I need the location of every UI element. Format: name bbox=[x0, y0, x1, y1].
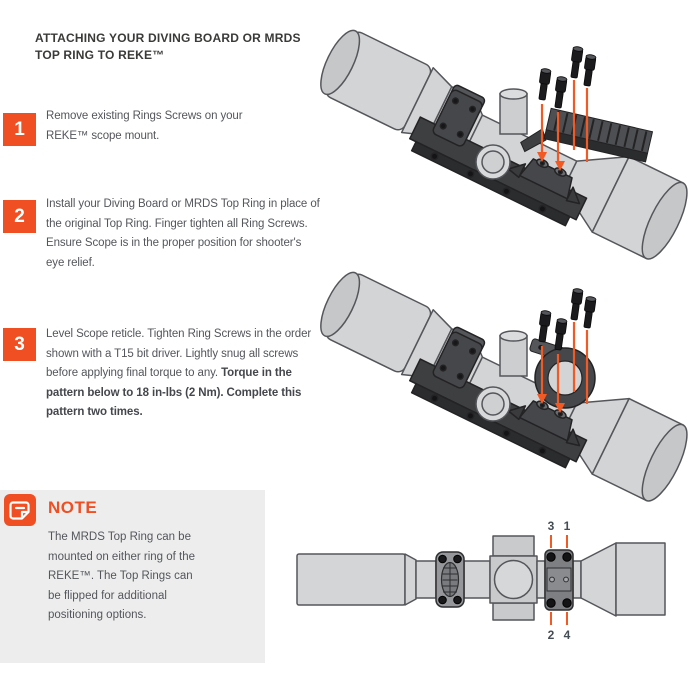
install-arrows bbox=[537, 322, 589, 413]
scope-diagram-mrds-ring bbox=[310, 260, 697, 502]
step-3-text: Level Scope reticle. Tighten Ring Screws… bbox=[46, 325, 311, 423]
scope-body bbox=[310, 260, 697, 502]
page-title: ATTACHING YOUR DIVING BOARD OR MRDS TOP … bbox=[35, 31, 301, 62]
sticky-note-icon bbox=[9, 501, 30, 520]
torque-pattern-diagram: 3 1 2 4 bbox=[296, 519, 666, 642]
note-panel: NOTE The MRDS Top Ring can be mounted on… bbox=[0, 490, 265, 663]
scope-top-view bbox=[296, 535, 666, 621]
screw-icon bbox=[552, 75, 568, 109]
screw-icon bbox=[536, 67, 552, 101]
step-1-badge: 1 bbox=[3, 113, 36, 146]
torque-order-label-top-right: 1 bbox=[564, 519, 571, 533]
step-2-badge: 2 bbox=[3, 200, 36, 233]
step-1-text: Remove existing Rings Screws on your REK… bbox=[46, 110, 243, 142]
torque-order-label-top-left: 3 bbox=[548, 519, 555, 533]
install-arrows bbox=[537, 80, 589, 171]
note-title: NOTE bbox=[48, 498, 98, 517]
step-2-text: Install your Diving Board or MRDS Top Ri… bbox=[46, 198, 320, 269]
torque-order-label-bottom-right: 4 bbox=[564, 628, 571, 642]
screw-icon bbox=[581, 295, 597, 329]
front-ring-top-view bbox=[435, 551, 465, 608]
torque-order-ticks bbox=[550, 535, 568, 625]
note-text: The MRDS Top Ring can be mounted on eith… bbox=[48, 531, 196, 621]
numbered-ring-top-view bbox=[544, 549, 574, 611]
torque-order-label-bottom-left: 2 bbox=[548, 628, 555, 642]
scope-diagram-diving-board bbox=[310, 18, 697, 260]
screw-icon bbox=[568, 287, 584, 321]
screw-icon bbox=[568, 45, 584, 79]
step-3-badge: 3 bbox=[3, 328, 36, 361]
screw-icon bbox=[581, 53, 597, 87]
screw-icon bbox=[552, 317, 568, 351]
note-icon bbox=[4, 494, 36, 526]
step-3-text-regular: Level Scope reticle. Tighten Ring Screws… bbox=[46, 328, 312, 379]
diving-board-rail bbox=[520, 107, 654, 163]
screw-icon bbox=[536, 309, 552, 343]
step-3-text-bold: Torque in the pattern below to 18 in-lbs… bbox=[46, 367, 302, 418]
